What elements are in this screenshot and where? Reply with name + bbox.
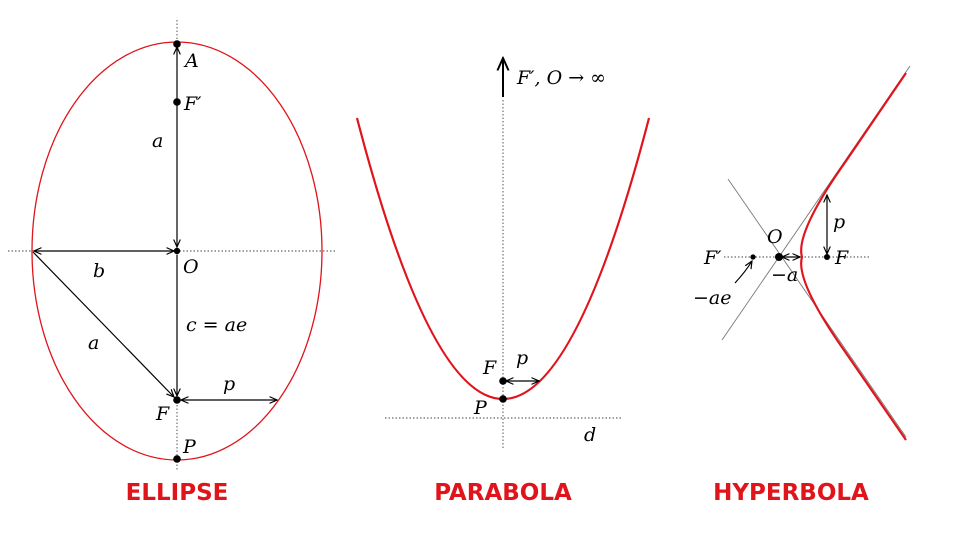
ellipse-semi-latus-label: p: [223, 373, 235, 395]
ellipse-center-label: O: [183, 256, 199, 278]
ellipse-focus-point: [173, 396, 181, 404]
ellipse-radius-label: a: [88, 332, 99, 354]
hyperbola-neg-ae-pointer: [734, 261, 752, 284]
hyperbola-center-label: O: [767, 226, 783, 248]
ellipse-panel: A F′ a b O c = ae a F p P ELLIPSE: [8, 20, 335, 506]
hyperbola-second-focus-label: F′: [703, 247, 722, 269]
ellipse-semi-minor-label: b: [93, 260, 105, 282]
parabola-focus-label: F: [482, 357, 497, 379]
ellipse-apex-label: A: [183, 50, 199, 72]
hyperbola-second-focus-point: [750, 254, 756, 260]
hyperbola-title: HYPERBOLA: [713, 480, 869, 506]
parabola-infinity-label: F′, O → ∞: [516, 67, 606, 89]
parabola-periapsis-point: [499, 395, 507, 403]
hyperbola-focus-label: F: [834, 247, 849, 269]
ellipse-apex-point: [173, 40, 181, 48]
hyperbola-branch: [800, 72, 907, 441]
hyperbola-semi-latus-label: p: [833, 211, 845, 233]
ellipse-semi-major-label: a: [152, 130, 163, 152]
ellipse-center-point: [173, 247, 181, 255]
ellipse-second-focus-label: F′: [183, 93, 202, 115]
parabola-panel: F′, O → ∞ F p P d PARABOLA: [355, 58, 651, 506]
ellipse-focal-distance-label: c = ae: [186, 314, 247, 336]
parabola-title: PARABOLA: [434, 480, 572, 506]
ellipse-second-focus-point: [173, 98, 181, 106]
parabola-periapsis-label: P: [473, 397, 488, 419]
parabola-semi-latus-label: p: [516, 347, 528, 369]
hyperbola-center-point: [775, 253, 783, 261]
ellipse-periapsis-label: P: [182, 436, 197, 458]
ellipse-focus-label: F: [155, 403, 170, 425]
hyperbola-neg-ae-label: −ae: [693, 287, 732, 309]
hyperbola-panel: O p F′ F −a −ae HYPERBOLA: [693, 65, 911, 506]
ellipse-title: ELLIPSE: [126, 480, 229, 506]
ellipse-periapsis-point: [173, 455, 181, 463]
ellipse-radius-arrow: [32, 251, 174, 397]
parabola-directrix-label: d: [584, 424, 596, 446]
hyperbola-focus-point: [824, 254, 830, 260]
hyperbola-neg-a-label: −a: [771, 264, 798, 286]
parabola-focus-point: [499, 377, 507, 385]
